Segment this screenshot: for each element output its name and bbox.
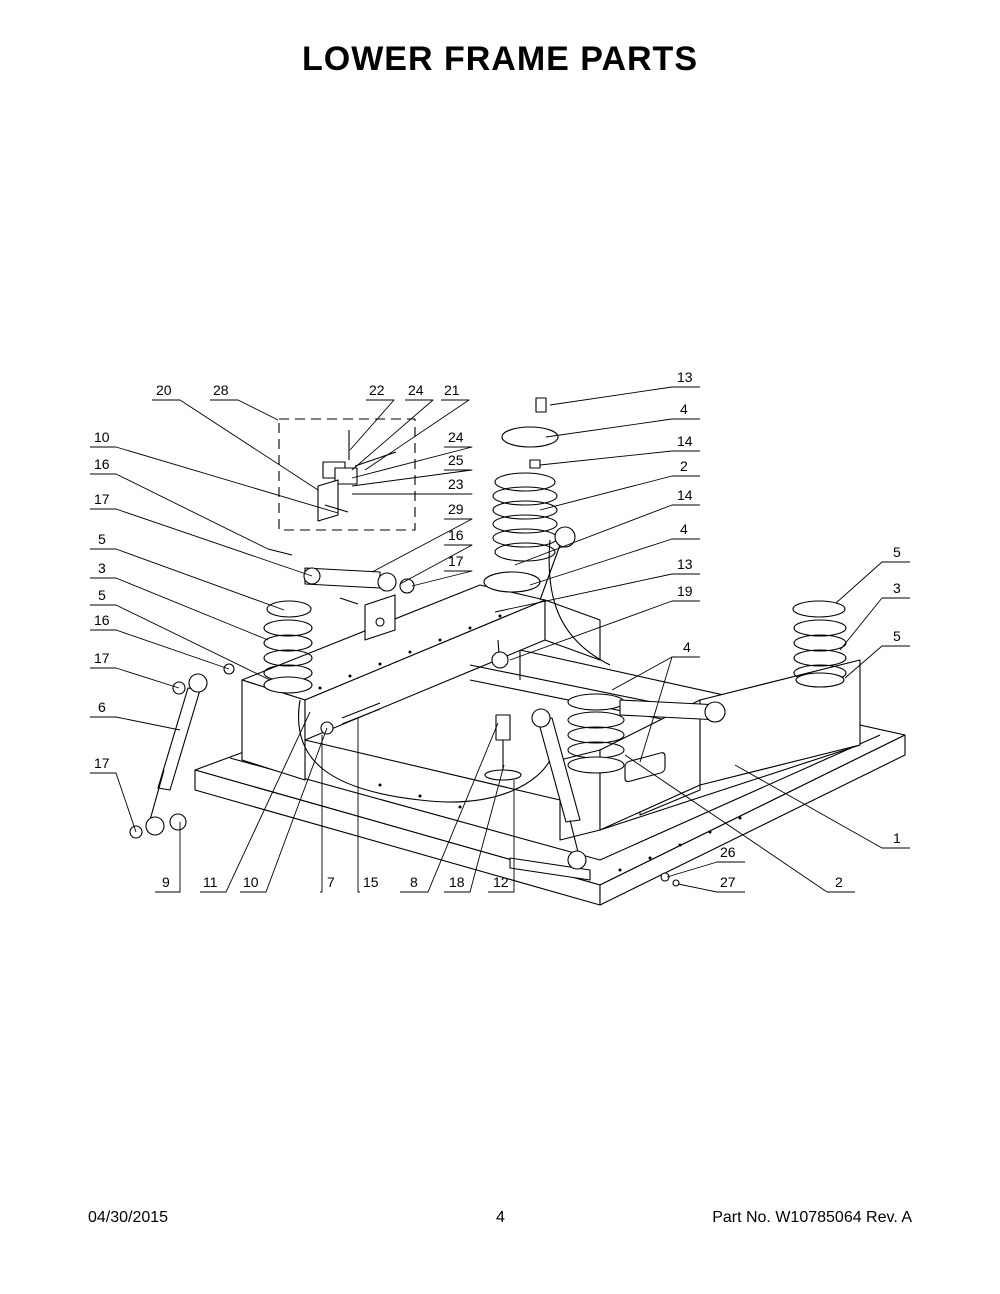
callout-label: 14 — [677, 433, 693, 449]
leader-lines — [90, 386, 910, 893]
callout-label: 12 — [493, 874, 509, 890]
callout-label: 6 — [98, 699, 106, 715]
callout-label: 4 — [680, 401, 688, 417]
callout-label: 20 — [156, 382, 172, 398]
callout-label: 2 — [680, 458, 688, 474]
callout-label: 16 — [448, 527, 464, 543]
callout-label: 4 — [680, 521, 688, 537]
spring-front-center — [567, 693, 625, 774]
spring-cap-nut — [529, 459, 541, 469]
callout-label: 3 — [98, 560, 106, 576]
callout-label: 21 — [444, 382, 460, 398]
callout-label: 18 — [449, 874, 465, 890]
shock-absorber-upper — [267, 548, 415, 605]
callout-label: 29 — [448, 501, 464, 517]
callout-label: 25 — [448, 452, 464, 468]
callout-label: 5 — [893, 628, 901, 644]
callout-label: 17 — [94, 491, 110, 507]
callout-label: 5 — [98, 531, 106, 547]
callout-label: 22 — [369, 382, 385, 398]
callout-label: 11 — [203, 874, 218, 890]
callout-label: 10 — [94, 429, 110, 445]
callout-label: 3 — [893, 580, 901, 596]
frame-holes — [318, 614, 742, 872]
callout-label: 17 — [94, 650, 110, 666]
callout-label: 1 — [893, 830, 901, 846]
callout-label: 27 — [720, 874, 736, 890]
footer-page-number: 4 — [496, 1209, 505, 1226]
spring-cap-plate — [501, 426, 559, 448]
callout-label: 5 — [893, 544, 901, 560]
callout-label: 23 — [448, 476, 464, 492]
page-title: LOWER FRAME PARTS — [301, 40, 698, 78]
callout-label: 13 — [677, 369, 693, 385]
shock-absorber-front — [531, 708, 587, 870]
detail-inset — [278, 418, 416, 531]
callout-label: 24 — [408, 382, 424, 398]
callout-label: 4 — [683, 639, 691, 655]
callout-label: 8 — [410, 874, 418, 890]
callout-label: 16 — [94, 456, 110, 472]
bracket-19 — [491, 639, 509, 669]
callout-label: 10 — [243, 874, 259, 890]
callout-label: 17 — [94, 755, 110, 771]
callout-label: 28 — [213, 382, 229, 398]
spring-rear-right — [792, 600, 847, 688]
callout-label: 7 — [327, 874, 335, 890]
callout-label: 17 — [448, 553, 464, 569]
screws-26-27 — [660, 872, 680, 887]
spring-front-left — [263, 600, 313, 694]
spring-cap-bolt — [535, 397, 547, 413]
callout-label: 15 — [363, 874, 379, 890]
callout-label: 24 — [448, 429, 464, 445]
callout-label: 16 — [94, 612, 110, 628]
callout-label: 26 — [720, 844, 736, 860]
shock-absorber-rear — [539, 526, 726, 723]
shock-absorber-left — [129, 663, 235, 839]
callout-labels: 20 28 22 24 21 10 24 25 23 16 17 29 16 1… — [94, 369, 901, 890]
footer-date: 04/30/2015 — [88, 1209, 169, 1226]
callout-label: 2 — [835, 874, 843, 890]
callout-label: 14 — [677, 487, 693, 503]
leveling-foot — [484, 714, 522, 781]
spring-top-center — [483, 472, 558, 593]
callout-label: 5 — [98, 587, 106, 603]
upper-frame — [241, 539, 861, 872]
callout-label: 19 — [677, 583, 693, 599]
footer-part-number: Part No. W10785064 Rev. A — [712, 1209, 912, 1226]
callout-label: 13 — [677, 556, 693, 572]
callout-label: 9 — [162, 874, 170, 890]
